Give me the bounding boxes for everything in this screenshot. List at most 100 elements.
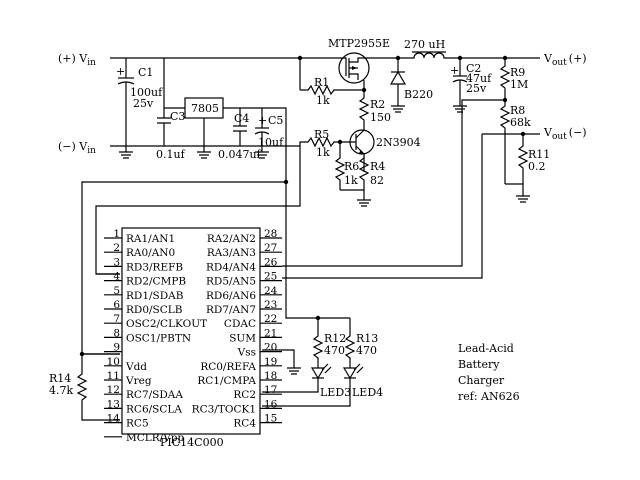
ic-pin-right: 18 RC1/CMPA bbox=[197, 370, 282, 387]
svg-text:1M: 1M bbox=[510, 78, 528, 91]
svg-text:68k: 68k bbox=[510, 116, 531, 129]
wire-feedback-an4 bbox=[282, 99, 505, 267]
pin-number: 8 bbox=[113, 327, 120, 339]
ic-pic14c000: PIC14C000 bbox=[121, 227, 261, 449]
pin-label: RC6/SCLA bbox=[126, 403, 182, 415]
pin-number: 18 bbox=[264, 370, 277, 382]
ic-pin-left: 5 RD1/SDAB bbox=[104, 285, 184, 302]
pin-label: RC3/TOCK1 bbox=[192, 403, 256, 415]
svg-text:1k: 1k bbox=[344, 174, 358, 187]
svg-text:25v: 25v bbox=[133, 97, 154, 110]
pin-label: RC1/CMPA bbox=[197, 375, 256, 387]
capacitor-c5: + C5 10uf bbox=[254, 108, 284, 149]
svg-text:R11: R11 bbox=[528, 148, 550, 161]
resistor-r11: R11 0.2 bbox=[517, 134, 550, 184]
svg-text:R6: R6 bbox=[344, 160, 359, 173]
svg-text:0.047uf: 0.047uf bbox=[218, 148, 262, 161]
pin-number: 24 bbox=[264, 285, 278, 297]
ic-pin-left: 2 RA0/AN0 bbox=[104, 242, 175, 259]
svg-text:82: 82 bbox=[370, 174, 384, 187]
pin-label: RA0/AN0 bbox=[126, 247, 175, 259]
pin-number: 1 bbox=[113, 228, 120, 240]
svg-text:Battery: Battery bbox=[458, 358, 500, 371]
mosfet-q1 bbox=[338, 52, 380, 84]
transistor-q2: 2N3904 bbox=[349, 126, 421, 172]
resistor-r5: R5 1k bbox=[299, 128, 356, 159]
resistor-r1: R1 1k bbox=[300, 76, 346, 107]
svg-text:(+) Vin: (+) Vin bbox=[58, 52, 96, 68]
pin-label: RD4/AN4 bbox=[206, 261, 256, 273]
ic-pin-left: 1 RA1/AN1 bbox=[104, 228, 175, 245]
pin-label: RA3/AN3 bbox=[207, 247, 256, 259]
svg-text:PIC14C000: PIC14C000 bbox=[160, 436, 224, 449]
pin-number: 22 bbox=[264, 313, 277, 325]
vin-pos-terminal: (+) Vin bbox=[58, 52, 96, 68]
pin-label: RC4 bbox=[233, 418, 256, 430]
pin-number: 13 bbox=[107, 398, 120, 410]
capacitor-c4: C4 0.047uf bbox=[218, 108, 262, 161]
svg-text:C1: C1 bbox=[138, 66, 153, 79]
capacitor-c2: + C2 47uf 25v bbox=[450, 58, 492, 100]
svg-text:C5: C5 bbox=[268, 114, 283, 127]
pin-label: RD7/AN7 bbox=[206, 304, 256, 316]
svg-text:+: + bbox=[450, 64, 459, 77]
pin-number: 12 bbox=[107, 384, 120, 396]
ic-pin-left: MCLR/Vpp bbox=[104, 432, 185, 444]
ic-pin-right: 17 RC2 bbox=[233, 384, 282, 401]
pin-number: 9 bbox=[113, 342, 120, 354]
svg-text:LED4: LED4 bbox=[352, 386, 383, 399]
svg-text:LED3: LED3 bbox=[320, 386, 351, 399]
svg-text:Vout(−): Vout(−) bbox=[543, 126, 587, 142]
pin-label: RC2 bbox=[233, 389, 256, 401]
pin-number: 27 bbox=[264, 242, 277, 254]
resistor-r2: R2 150 bbox=[358, 90, 391, 126]
svg-text:2N3904: 2N3904 bbox=[376, 136, 421, 149]
pin-number: 5 bbox=[113, 285, 120, 297]
svg-text:1k: 1k bbox=[316, 94, 330, 107]
svg-text:10uf: 10uf bbox=[258, 136, 284, 149]
svg-text:R2: R2 bbox=[370, 98, 385, 111]
ground-symbol bbox=[453, 100, 467, 113]
svg-text:R1: R1 bbox=[314, 76, 329, 89]
svg-text:+: + bbox=[116, 65, 125, 78]
ic-pin-right: 27 RA3/AN3 bbox=[207, 242, 282, 259]
pin-label: Vss bbox=[237, 347, 256, 359]
regulator-7805: 7805 bbox=[164, 97, 262, 146]
pin-number: 6 bbox=[113, 299, 120, 311]
pin-label: RD1/SDAB bbox=[126, 290, 184, 302]
pin-label: OSC1/PBTN bbox=[126, 332, 191, 344]
ground-symbol bbox=[516, 190, 530, 203]
svg-text:1k: 1k bbox=[316, 146, 330, 159]
svg-text:+: + bbox=[258, 114, 267, 127]
vout-neg-terminal: Vout(−) bbox=[543, 126, 587, 142]
pin-number: 11 bbox=[107, 370, 120, 382]
svg-text:C4: C4 bbox=[234, 112, 249, 125]
pin-label: RD5/AN5 bbox=[206, 276, 256, 288]
svg-text:R13: R13 bbox=[356, 332, 378, 345]
svg-text:7805: 7805 bbox=[191, 102, 219, 115]
ground-symbol bbox=[357, 196, 371, 207]
svg-text:Charger: Charger bbox=[458, 374, 505, 387]
pin-label: RA1/AN1 bbox=[126, 233, 175, 245]
pin-number: 2 bbox=[113, 242, 120, 254]
ic-pin-left: 8 OSC1/PBTN bbox=[104, 327, 191, 344]
pin-number: 17 bbox=[264, 384, 277, 396]
svg-text:B220: B220 bbox=[404, 88, 433, 101]
pin-label: RD2/CMPB bbox=[126, 276, 186, 288]
svg-text:0.1uf: 0.1uf bbox=[156, 148, 186, 161]
pin-label: SUM bbox=[229, 332, 256, 344]
capacitor-c1: + C1 100uf 25v bbox=[116, 58, 163, 146]
q1-label: MTP2955E bbox=[328, 37, 390, 50]
